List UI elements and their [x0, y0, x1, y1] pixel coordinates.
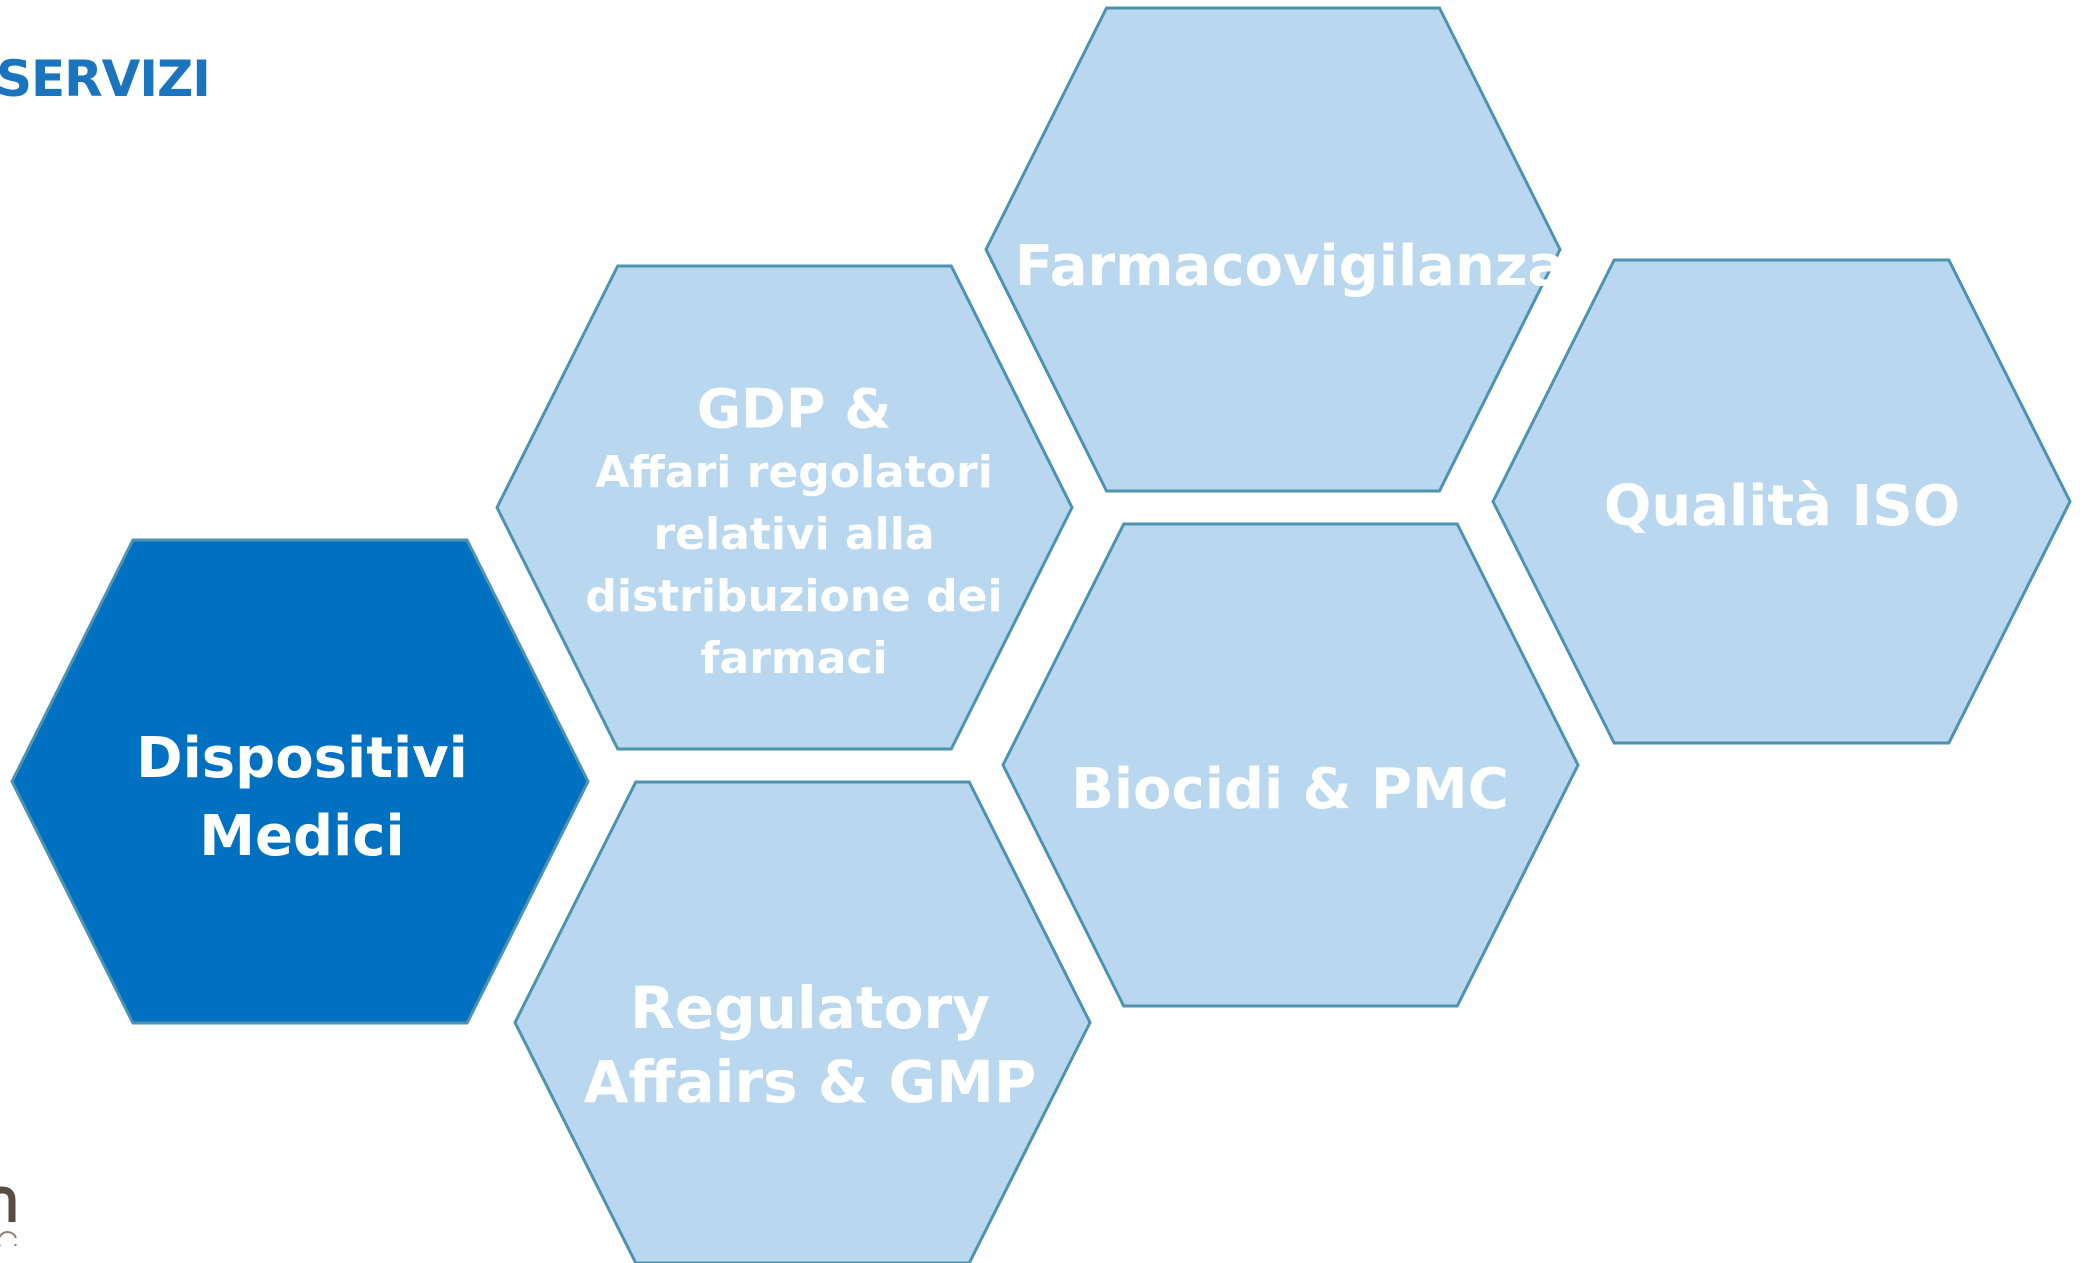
- hexagon-label-line: GDP &: [697, 378, 892, 441]
- hexagon-gdp-affari-regolatori[interactable]: GDP & Affari regolatori relativi alla distr…: [495, 264, 1074, 751]
- hexagon-shape[interactable]: [513, 780, 1092, 1263]
- hexagon-shape[interactable]: [495, 264, 1074, 751]
- hexagon-label-line: Affairs & GMP: [584, 1048, 1037, 1116]
- hexagon-biocidi-pmc[interactable]: Biocidi & PMC: [1001, 522, 1580, 1008]
- hexagon-label-line: Affari regolatori: [595, 447, 993, 498]
- hexagon-label-line: Farmacovigilanza: [1015, 234, 1565, 299]
- hexagon-label-line: Biocidi & PMC: [1071, 757, 1509, 822]
- hexagon-shape[interactable]: [984, 6, 1562, 493]
- hexagon-label-line: Dispositivi: [136, 726, 468, 791]
- hexagon-shape[interactable]: [1001, 522, 1580, 1008]
- hexagon-label-line: Qualità ISO: [1604, 474, 1960, 539]
- hexagon-label-line: Regulatory: [630, 974, 990, 1042]
- hexagon-label-line: relativi alla: [653, 509, 934, 560]
- hexagon-farmacovigilanza[interactable]: Farmacovigilanza: [984, 6, 1565, 493]
- hexagon-label-line: farmaci: [700, 633, 887, 684]
- company-logo-icon: [0, 1186, 17, 1246]
- hexagon-label-line: Medici: [199, 804, 404, 869]
- hexagon-label-line: distribuzione dei: [585, 571, 1002, 622]
- hexagon-qualita-iso[interactable]: Qualità ISO: [1491, 258, 2072, 745]
- page-title: SERVIZI: [0, 50, 211, 108]
- hexagon-shape[interactable]: [1491, 258, 2072, 745]
- hexagon-shape[interactable]: [10, 538, 590, 1025]
